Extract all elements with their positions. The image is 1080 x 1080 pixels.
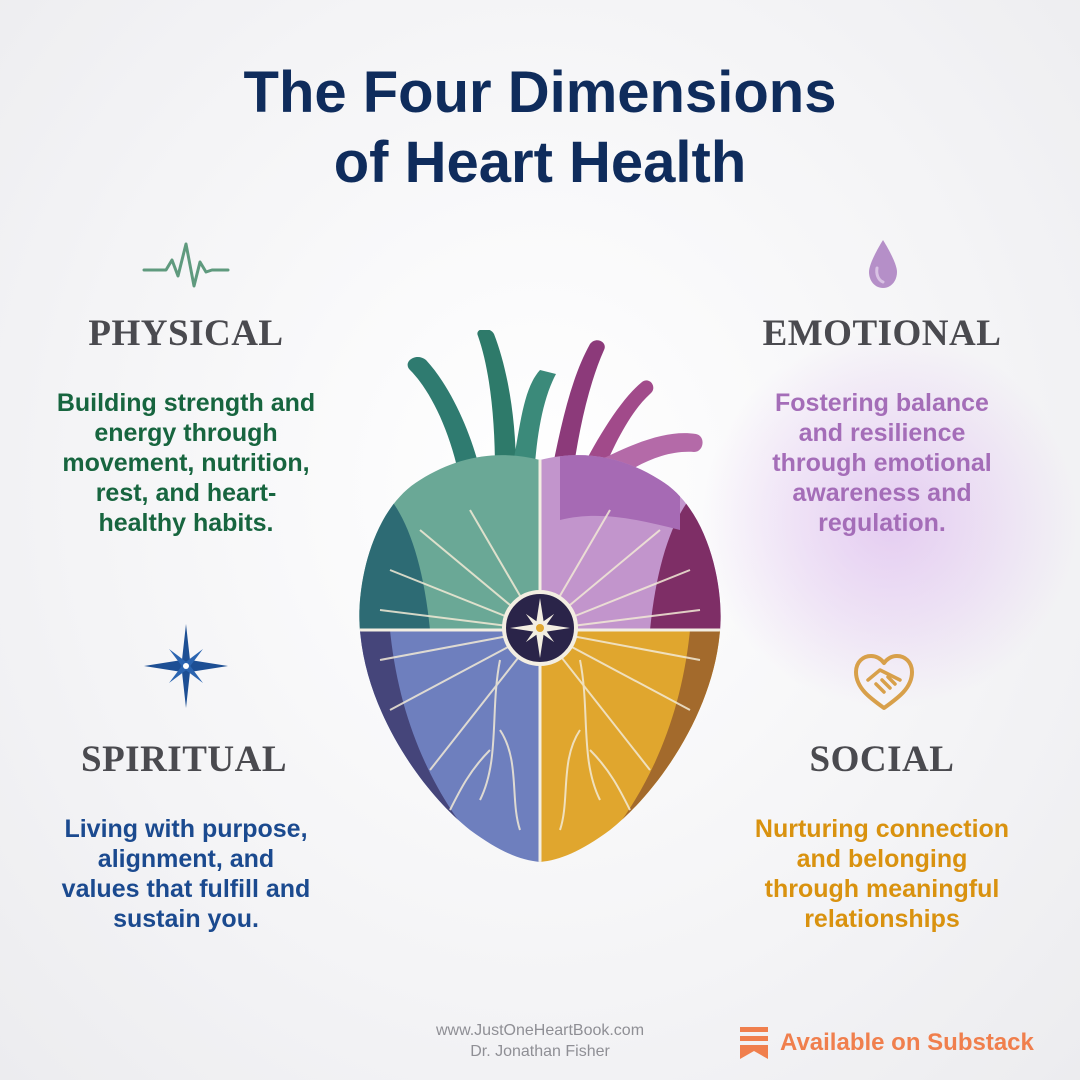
emotional-description: Fostering balance and resilience through… (772, 389, 992, 537)
substack-link[interactable]: Available on Substack (740, 1026, 1034, 1060)
author-name: Dr. Jonathan Fisher (470, 1043, 610, 1060)
social-heading: SOCIAL (809, 739, 955, 780)
center-star-medallion (502, 590, 578, 666)
substack-icon (740, 1027, 768, 1059)
physical-heading: PHYSICAL (88, 313, 284, 354)
droplet-icon (869, 240, 897, 288)
heartbeat-icon (142, 242, 230, 288)
star-icon (144, 624, 228, 708)
physical-description: Building strength and energy through mov… (56, 389, 316, 537)
substack-label: Available on Substack (780, 1029, 1034, 1056)
footer-credits: www.JustOneHeartBook.com Dr. Jonathan Fi… (380, 1020, 700, 1062)
website-link[interactable]: www.JustOneHeartBook.com (435, 1022, 645, 1039)
emotional-heading: EMOTIONAL (762, 313, 1002, 354)
spiritual-description: Living with purpose, alignment, and valu… (61, 815, 311, 933)
handshake-heart-icon (854, 654, 914, 710)
social-description: Nurturing connection and belonging throu… (754, 815, 1010, 933)
page-title: The Four Dimensions of Heart Health (0, 58, 1080, 198)
aorta-vessels (407, 330, 703, 484)
title-line-2: of Heart Health (333, 130, 747, 195)
title-line-1: The Four Dimensions (243, 60, 837, 125)
heart-illustration (359, 330, 721, 863)
spiritual-heading: SPIRITUAL (81, 739, 287, 780)
